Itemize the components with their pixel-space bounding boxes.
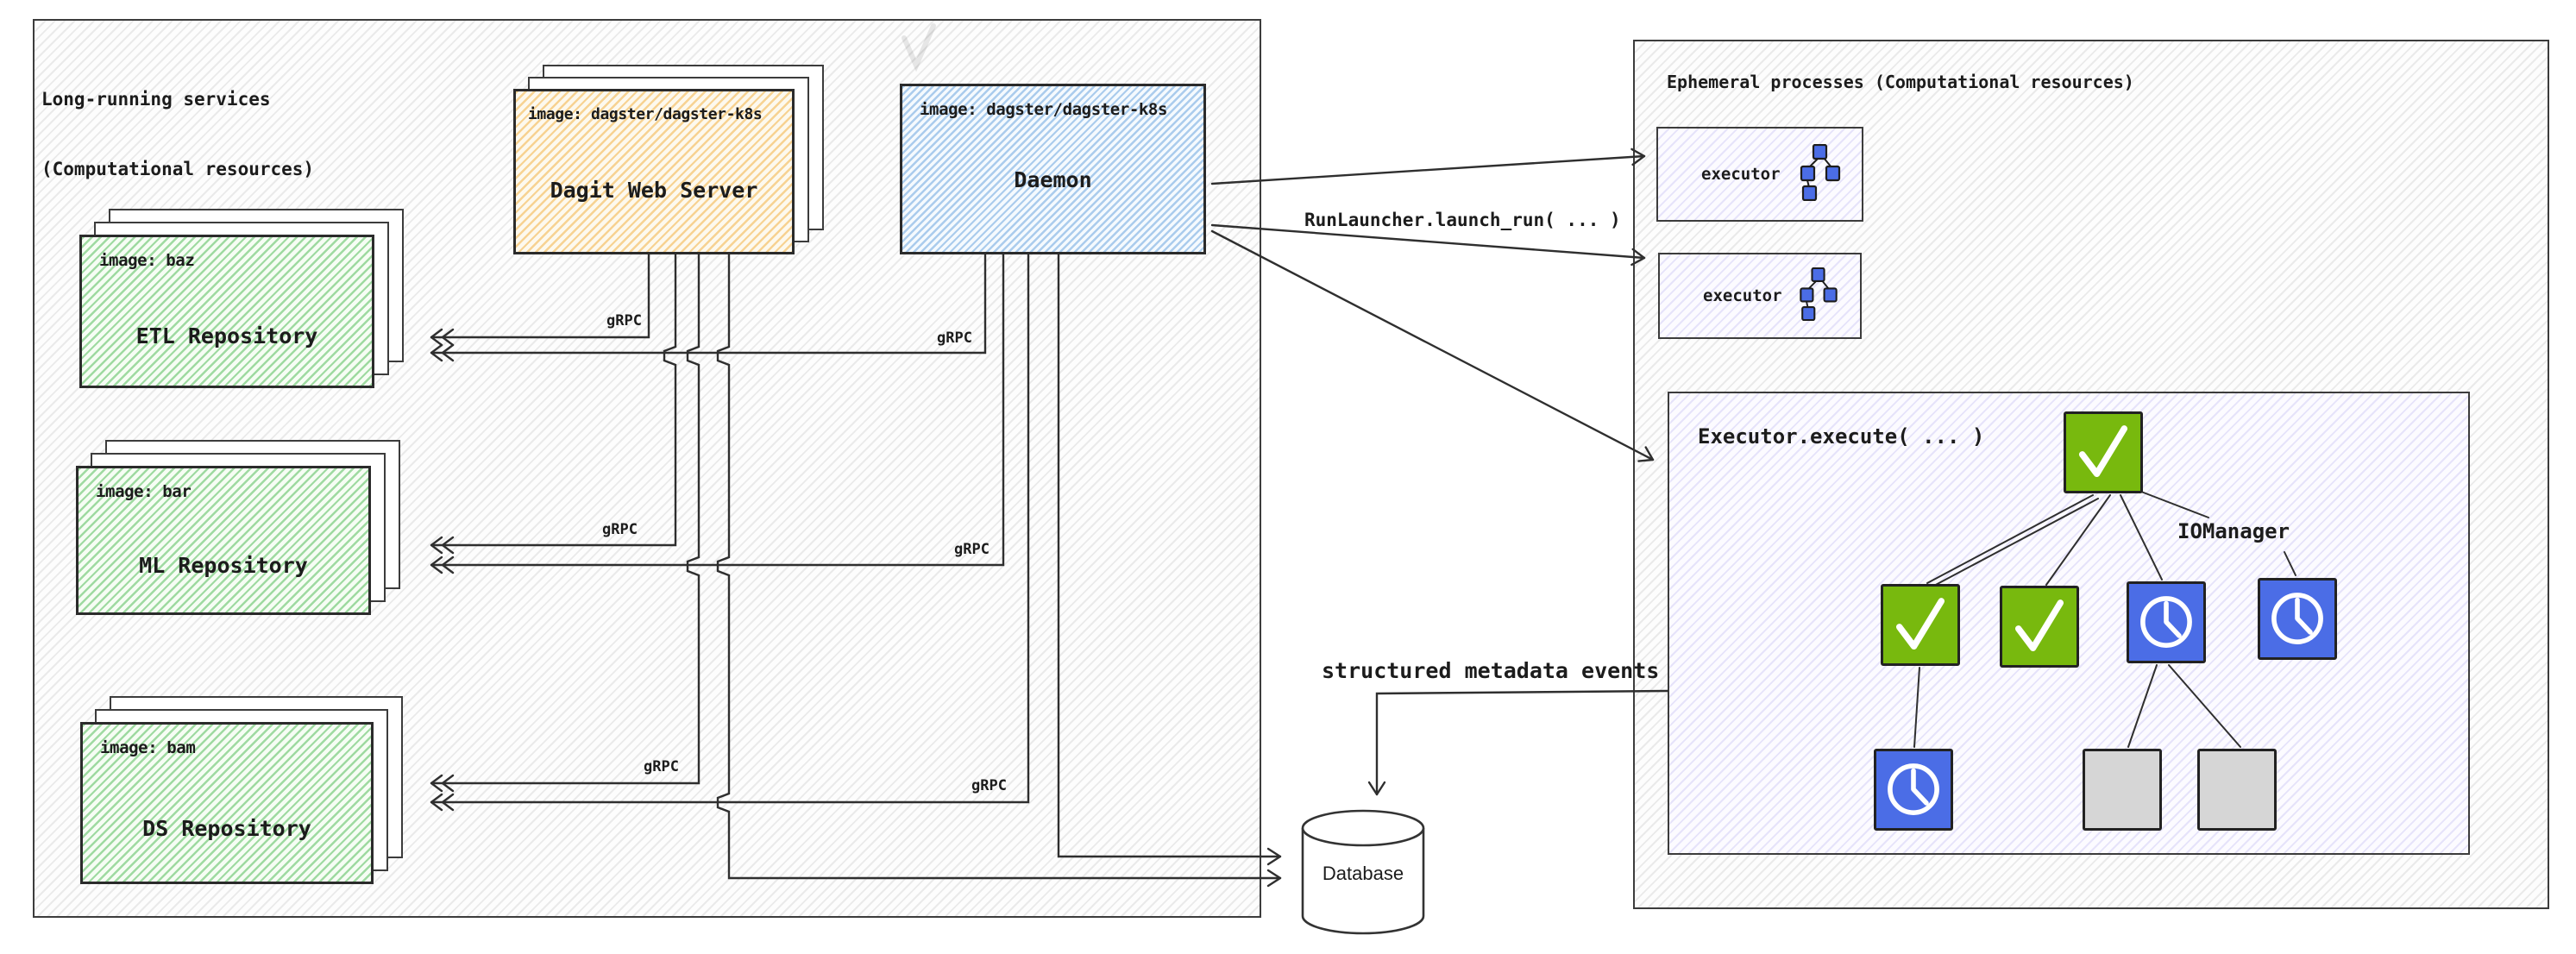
grpc-label-dagit-ml: gRPC	[602, 521, 638, 538]
task-node-scheduled	[1874, 749, 1953, 831]
left-panel-title-line1: Long-running services	[41, 89, 271, 110]
clock-icon	[1888, 763, 1939, 815]
check-icon	[2078, 425, 2128, 478]
ml-image-label: image: bar	[96, 482, 192, 501]
daemon-executor1-arrow	[1210, 147, 1646, 185]
task-node-scheduled	[2127, 581, 2206, 663]
etl-repository-box: image: baz ETL Repository	[79, 235, 374, 388]
grpc-label-daemon-ml: gRPC	[954, 541, 990, 558]
grpc-label-dagit-etl: gRPC	[606, 312, 642, 330]
check-icon	[2014, 599, 2064, 652]
daemon-execute-arrow	[1210, 229, 1655, 462]
left-panel-title-line2: (Computational resources)	[41, 159, 315, 179]
task-node-success	[2064, 411, 2143, 493]
task-node-success	[1881, 584, 1960, 666]
ds-repository-box: image: bam DS Repository	[80, 722, 374, 884]
etl-image-label: image: baz	[99, 251, 195, 270]
ds-image-label: image: bam	[100, 738, 196, 757]
ml-repository-title: ML Repository	[139, 553, 308, 578]
etl-repository-title: ETL Repository	[135, 323, 318, 348]
task-node-pending	[2197, 749, 2277, 831]
daemon-title: Daemon	[1014, 167, 1092, 192]
left-panel-title: Long-running services (Computational res…	[41, 41, 314, 228]
clock-icon	[2271, 593, 2323, 644]
ds-repository-title: DS Repository	[142, 816, 311, 841]
executor-graph-icon	[1800, 143, 1841, 204]
metadata-events-arrow	[1367, 689, 1669, 796]
daemon-box: image: dagster/dagster-k8s Daemon	[900, 84, 1206, 254]
executor-process-2: executor	[1658, 253, 1862, 339]
io-manager-label: IOManager	[2177, 519, 2290, 543]
grpc-label-daemon-etl: gRPC	[937, 330, 972, 347]
task-node-success	[2000, 586, 2079, 668]
executor-execute-title: Executor.execute( ... )	[1698, 424, 1985, 449]
grpc-label-daemon-ds: gRPC	[971, 777, 1007, 794]
task-node-scheduled	[2258, 578, 2337, 660]
executor1-label: executor	[1701, 165, 1781, 184]
dagit-title: Dagit Web Server	[550, 178, 758, 203]
metadata-events-label: structured metadata events	[1322, 658, 1660, 683]
grpc-label-dagit-ds: gRPC	[644, 758, 679, 775]
clock-icon	[2140, 596, 2192, 648]
check-icon	[1895, 598, 1945, 650]
executor2-label: executor	[1703, 286, 1782, 305]
database-label: Database	[1322, 863, 1404, 884]
run-launcher-label: RunLauncher.launch_run( ... )	[1304, 210, 1621, 230]
executor-graph-icon	[1798, 267, 1839, 324]
dagit-image-label: image: dagster/dagster-k8s	[528, 105, 763, 123]
ml-repository-box: image: bar ML Repository	[76, 466, 371, 615]
task-node-pending	[2083, 749, 2162, 831]
right-panel-title: Ephemeral processes (Computational resou…	[1667, 72, 2134, 92]
daemon-image-label: image: dagster/dagster-k8s	[920, 100, 1168, 119]
dagit-web-server-box: image: dagster/dagster-k8s Dagit Web Ser…	[513, 89, 795, 254]
executor-process-1: executor	[1656, 127, 1863, 222]
